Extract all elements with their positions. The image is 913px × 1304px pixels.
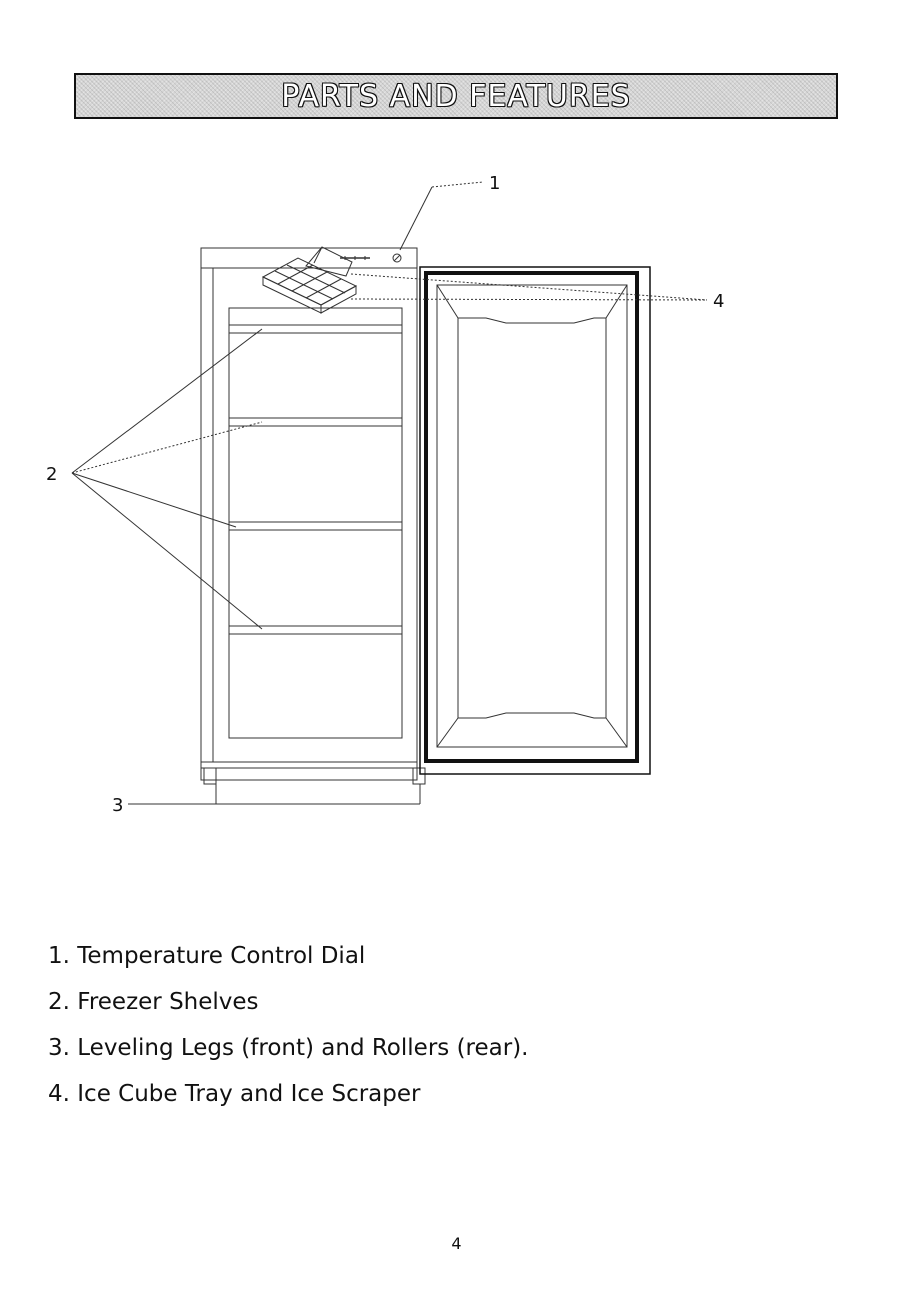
- part-item-leveling-legs: 3. Leveling Legs (front) and Rollers (re…: [48, 1025, 528, 1071]
- door-inner-frame: [437, 285, 627, 747]
- leveling-leg-right: [413, 768, 425, 784]
- ice-scraper-drawing: [306, 247, 352, 276]
- part-label: Leveling Legs (front) and Rollers (rear)…: [77, 1035, 528, 1061]
- part-number: 4.: [48, 1081, 70, 1107]
- section-header-bar: PARTS AND FEATURES: [74, 73, 838, 119]
- callout-4: 4: [713, 291, 724, 312]
- callout-3: 3: [112, 795, 123, 816]
- cabinet-outline: [201, 248, 417, 780]
- interior-liner: [229, 308, 402, 738]
- callout-1: 1: [489, 173, 500, 194]
- ice-cube-tray-drawing: [263, 258, 356, 313]
- part-number: 1.: [48, 943, 70, 969]
- part-number: 3.: [48, 1035, 70, 1061]
- part-item-temperature-control-dial: 1. Temperature Control Dial: [48, 933, 528, 979]
- section-title: PARTS AND FEATURES: [281, 79, 630, 114]
- shelf-1: [229, 325, 402, 333]
- cabinet-top-panel: [201, 248, 417, 268]
- shelf-3: [229, 522, 402, 530]
- part-item-ice-cube-tray: 4. Ice Cube Tray and Ice Scraper: [48, 1071, 528, 1117]
- part-label: Freezer Shelves: [77, 989, 258, 1015]
- callout-2: 2: [46, 464, 57, 485]
- page-number: 4: [0, 1234, 913, 1253]
- part-label: Temperature Control Dial: [77, 943, 365, 969]
- part-number: 2.: [48, 989, 70, 1015]
- parts-list: 1. Temperature Control Dial 2. Freezer S…: [48, 933, 528, 1117]
- freezer-diagram: 1 2 3 4: [0, 150, 913, 850]
- door-outer: [420, 267, 650, 774]
- shelf-2: [229, 418, 402, 426]
- part-label: Ice Cube Tray and Ice Scraper: [77, 1081, 420, 1107]
- shelf-4: [229, 626, 402, 634]
- door-bin-outline: [458, 318, 606, 718]
- part-item-freezer-shelves: 2. Freezer Shelves: [48, 979, 528, 1025]
- leveling-leg-left: [204, 768, 216, 784]
